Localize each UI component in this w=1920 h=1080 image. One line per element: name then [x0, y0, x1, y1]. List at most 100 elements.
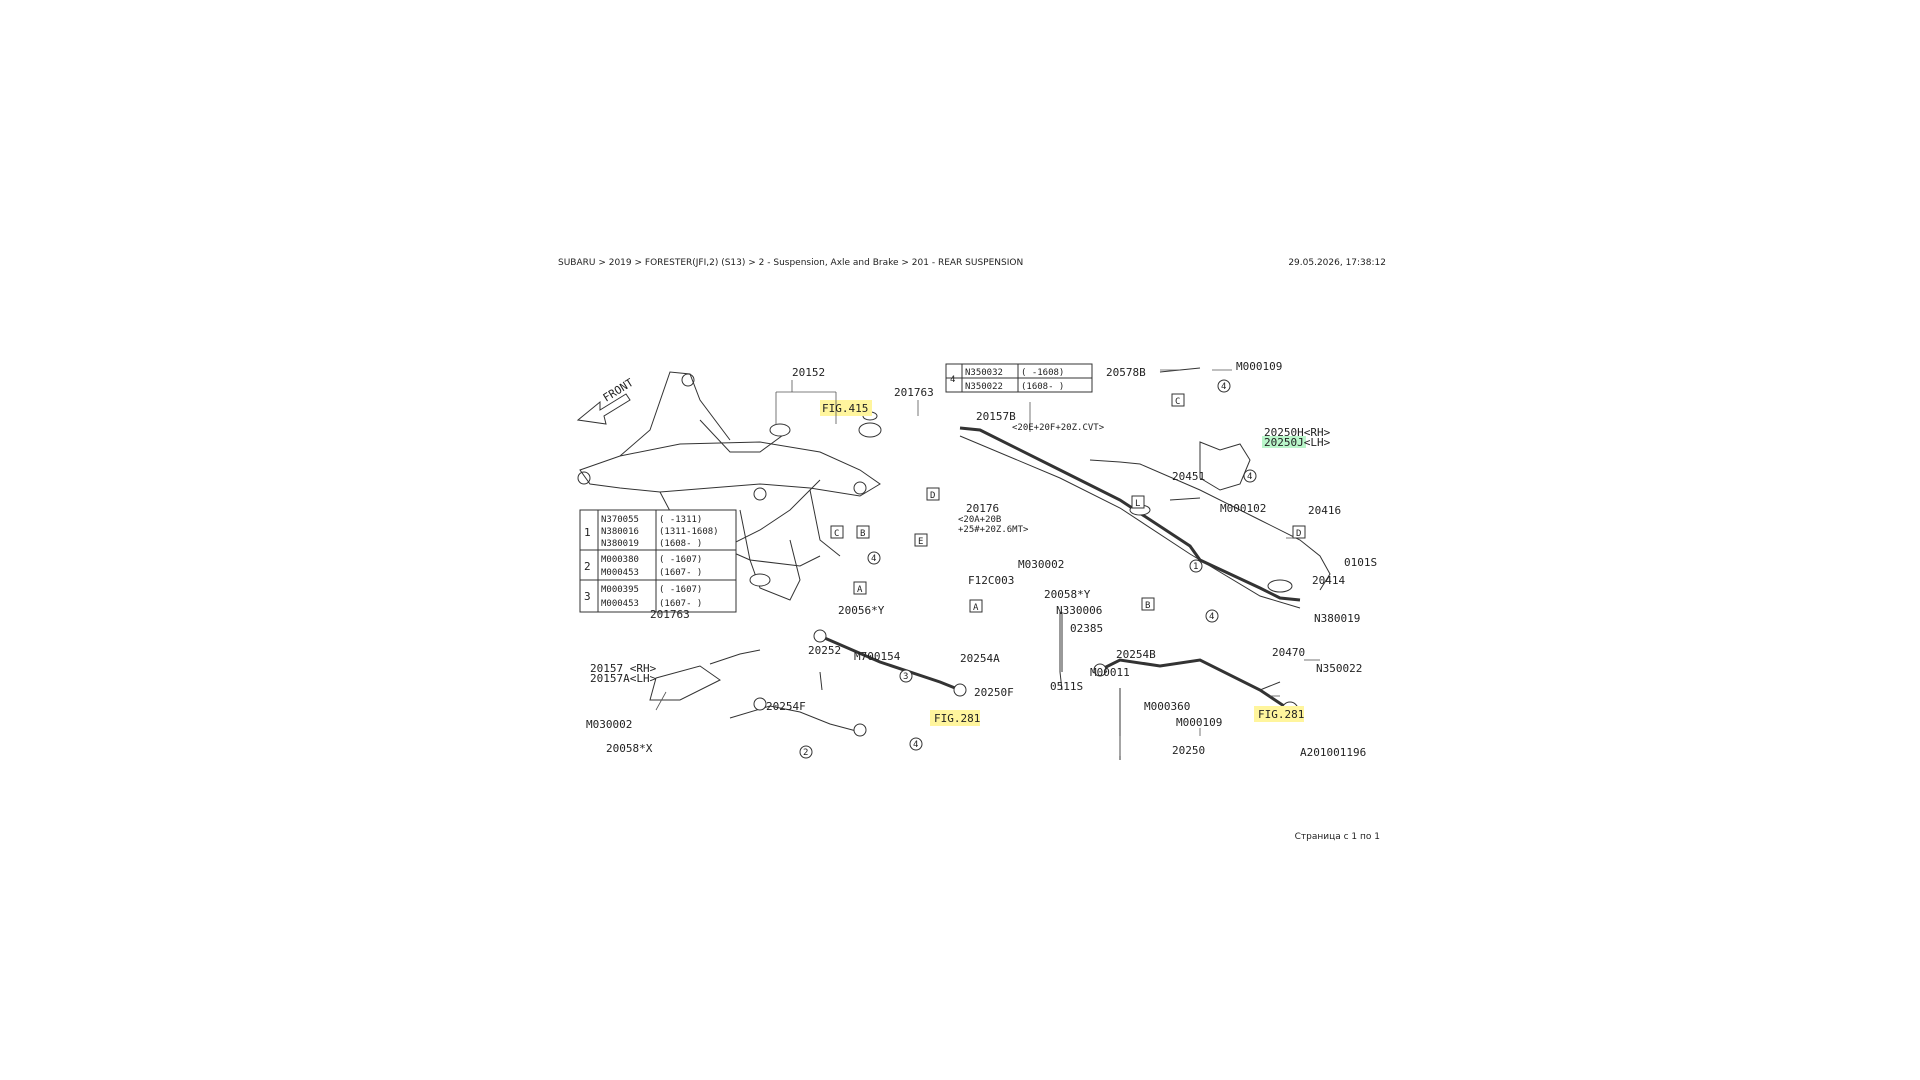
- callout: 20470: [1272, 646, 1305, 659]
- marker-number: 4: [1247, 472, 1252, 482]
- marker-number: 4: [871, 554, 876, 564]
- rear-suspension-diagram: FRONT: [576, 360, 1377, 760]
- marker-box-d: [926, 487, 940, 501]
- callout: 20414: [1312, 574, 1345, 587]
- callout-link[interactable]: FIG.281: [1258, 708, 1304, 721]
- marker-box-a: [853, 581, 867, 595]
- callout: M000109: [1176, 716, 1222, 729]
- callout: 02385: [1070, 622, 1103, 635]
- marker-box-l: [1131, 495, 1145, 509]
- callout: 0511S: [1050, 680, 1083, 693]
- callout: M00011: [1090, 666, 1130, 679]
- table-group-3-marker: 3: [584, 590, 591, 603]
- table-cell: N380019: [601, 539, 639, 549]
- callout: 20252: [808, 644, 841, 657]
- table-cell: ( -1607): [659, 555, 702, 565]
- callout: 0101S: [1344, 556, 1377, 569]
- table-cell: (1311-1608): [659, 527, 719, 537]
- callout: 20578B: [1106, 366, 1146, 379]
- callout: 20157A<LH>: [590, 672, 657, 685]
- highlight-fig415: [820, 400, 872, 416]
- front-arrow-icon: [576, 393, 631, 425]
- marker-box-e: [914, 533, 928, 547]
- highlight-20250j: [1262, 436, 1306, 448]
- marker-circle-1: [1189, 559, 1203, 573]
- callout: M000102: [1220, 502, 1266, 515]
- callout: 20416: [1308, 504, 1341, 517]
- callout: 20250H<RH>: [1264, 426, 1331, 439]
- callout: 20152: [792, 366, 825, 379]
- table-cell: M000453: [601, 599, 639, 609]
- marker-number: 3: [903, 672, 908, 682]
- callout-link[interactable]: FIG.281: [934, 712, 980, 725]
- table-cell: ( -1608): [1021, 368, 1064, 378]
- callout: 20250J<LH>: [1264, 436, 1331, 449]
- marker-letter: A: [857, 585, 863, 595]
- marker-circle-4: [867, 551, 881, 565]
- callout: 20157B: [976, 410, 1016, 423]
- table-cell: N350032: [965, 368, 1003, 378]
- marker-box-d2: [1292, 525, 1306, 539]
- callout: <20A+20B: [958, 515, 1001, 525]
- table-cell: (1608- ): [1021, 382, 1064, 392]
- callout: +25#+20Z.6MT>: [958, 525, 1029, 535]
- marker-letter: E: [918, 537, 923, 547]
- callout: M000109: [1236, 360, 1282, 373]
- highlight-fig281-right: [1254, 706, 1304, 722]
- callout: M030002: [1018, 558, 1064, 571]
- marker-letter: A: [973, 603, 979, 613]
- marker-box-c2: [1171, 393, 1185, 407]
- callout: 201763: [650, 608, 690, 621]
- callout: 20250: [1172, 744, 1205, 757]
- callout: 20254B: [1116, 648, 1156, 661]
- callout: 20250F: [974, 686, 1014, 699]
- callout: N380019: [1314, 612, 1360, 625]
- marker-number: 4: [1209, 612, 1214, 622]
- table-right-marker: 4: [950, 375, 955, 385]
- table-cell: M000380: [601, 555, 639, 565]
- callout: 20056*Y: [838, 604, 885, 617]
- table-cell: ( -1607): [659, 585, 702, 595]
- callout: 20157 <RH>: [590, 662, 657, 675]
- marker-letter: D: [1296, 529, 1301, 539]
- spec-table-left: [579, 509, 737, 613]
- marker-box-b: [856, 525, 870, 539]
- marker-letter: L: [1135, 499, 1140, 509]
- callout: <20E+20F+20Z.CVT>: [1012, 423, 1105, 433]
- bolt-drawing: [819, 367, 1281, 691]
- marker-box-a2: [969, 599, 983, 613]
- breadcrumb: SUBARU > 2019 > FORESTER(JFI,2) (S13) > …: [558, 258, 1024, 268]
- marker-circle-2: [799, 745, 813, 759]
- callout: M700154: [854, 650, 901, 663]
- table-cell: (1608- ): [659, 539, 702, 549]
- highlight-fig281-left: [930, 710, 980, 726]
- callout: F12C003: [968, 574, 1014, 587]
- marker-letter: C: [1175, 397, 1180, 407]
- table-cell: N350022: [965, 382, 1003, 392]
- marker-letter: B: [1145, 601, 1150, 611]
- print-timestamp: 29.05.2026, 17:38:12: [1288, 258, 1386, 268]
- spec-table-right: [945, 363, 1093, 393]
- callout: 20058*Y: [1044, 588, 1091, 601]
- marker-circle-3: [899, 669, 913, 683]
- table-cell: M000395: [601, 585, 639, 595]
- table-cell: N380016: [601, 527, 639, 537]
- marker-box-c: [830, 525, 844, 539]
- table-cell: ( -1311): [659, 515, 702, 525]
- marker-letter: B: [860, 529, 865, 539]
- callout: 20451: [1172, 470, 1205, 483]
- callout-link[interactable]: FIG.415: [822, 402, 868, 415]
- marker-circle-4b: [909, 737, 923, 751]
- marker-box-b2: [1141, 597, 1155, 611]
- table-cell: N370055: [601, 515, 639, 525]
- callout: M030002: [586, 718, 632, 731]
- callout: N330006: [1056, 604, 1102, 617]
- callout: 20176: [966, 502, 999, 515]
- table-group-2-marker: 2: [584, 560, 591, 573]
- table-cell: (1607- ): [659, 599, 702, 609]
- marker-circle-4e: [1205, 609, 1219, 623]
- lateral-link-drawing: [649, 441, 1299, 760]
- callout: 20058*X: [606, 742, 653, 755]
- table-cell: (1607- ): [659, 568, 702, 578]
- page-count: Страница с 1 по 1: [1294, 832, 1380, 842]
